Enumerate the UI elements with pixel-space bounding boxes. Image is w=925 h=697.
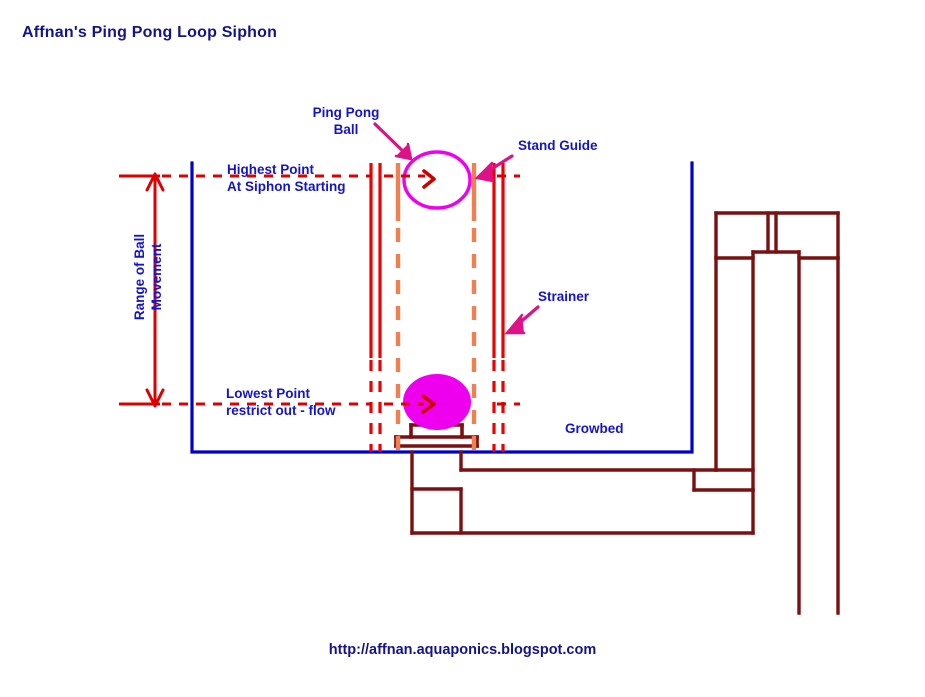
ping-pong-ball-low [403, 374, 471, 430]
growbed-outline [190, 161, 694, 454]
footer-url: http://affnan.aquaponics.blogspot.com [328, 642, 597, 658]
loop-siphon-pipe [410, 211, 840, 615]
label-growbed: Growbed [565, 421, 624, 436]
ping-pong-ball-high [402, 150, 472, 210]
label-stand-guide: Stand Guide [518, 138, 598, 153]
stand-guide-lines [395, 163, 477, 450]
label-highest-point: Highest Point At Siphon Starting [227, 162, 346, 194]
range-dimension-arrow [145, 172, 165, 408]
pointer-arrows [373, 122, 540, 335]
strainer-lines [369, 163, 505, 452]
page-title: Affnan's Ping Pong Loop Siphon [22, 24, 278, 41]
label-lowest-point: Lowest Point restrict out - flow [226, 386, 336, 418]
label-ping-pong-ball: Ping Pong Ball [312, 105, 380, 137]
label-strainer: Strainer [538, 289, 590, 304]
label-range-of-ball-movement: Range of Ball Movement [132, 233, 164, 321]
